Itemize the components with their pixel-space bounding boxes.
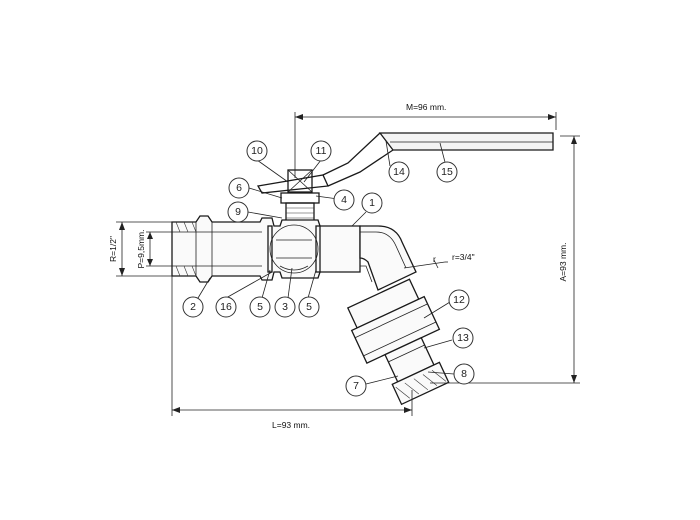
svg-text:13: 13: [457, 332, 469, 344]
callout-9: 9: [227, 201, 249, 223]
svg-text:5: 5: [257, 301, 263, 313]
callout-15: 15: [436, 161, 458, 183]
callout-3: 3: [274, 296, 296, 318]
callout-8: 8: [453, 363, 475, 385]
svg-text:2: 2: [190, 301, 196, 313]
dim-length: L=93 mm.: [272, 420, 310, 430]
outlet-connector: [346, 278, 450, 406]
svg-text:15: 15: [441, 166, 453, 178]
svg-text:14: 14: [393, 166, 405, 178]
callout-7: 7: [345, 375, 367, 397]
lever-handle: [256, 132, 554, 194]
svg-text:11: 11: [316, 145, 327, 157]
callout-1: 1: [361, 192, 383, 214]
dim-outlet-thread: r=3/4": [452, 252, 475, 262]
dim-handle-length: M=96 mm.: [406, 102, 446, 112]
svg-text:12: 12: [453, 294, 465, 306]
svg-text:16: 16: [220, 301, 232, 313]
callout-4: 4: [333, 189, 355, 211]
dim-bore: P=9,5mm.: [136, 230, 146, 269]
svg-text:5: 5: [306, 301, 312, 313]
dim-thread: R=1/2": [108, 236, 118, 262]
callout-12: 12: [448, 289, 470, 311]
stem-assembly: [280, 169, 320, 224]
svg-text:3: 3: [282, 301, 288, 313]
callout-leaders: [197, 140, 455, 385]
inlet-body: [171, 215, 361, 283]
callout-10: 10: [246, 140, 268, 162]
spout-body: [359, 225, 417, 291]
svg-text:6: 6: [236, 182, 242, 194]
svg-text:8: 8: [461, 368, 467, 380]
callout-5b: 5: [298, 296, 320, 318]
svg-text:9: 9: [235, 206, 241, 218]
dimension-lines: [116, 112, 580, 416]
svg-text:4: 4: [341, 194, 347, 206]
svg-text:10: 10: [251, 145, 263, 157]
svg-text:1: 1: [369, 197, 375, 209]
callout-13: 13: [452, 327, 474, 349]
callout-6: 6: [228, 177, 250, 199]
callout-5a: 5: [249, 296, 271, 318]
dim-height: A=93 mm.: [558, 243, 568, 282]
callout-11: 11: [310, 140, 332, 162]
svg-text:7: 7: [353, 380, 359, 392]
callout-14: 14: [388, 161, 410, 183]
dim-small-r: r: [433, 254, 436, 264]
callout-2: 2: [182, 296, 204, 318]
callout-16: 16: [215, 296, 237, 318]
